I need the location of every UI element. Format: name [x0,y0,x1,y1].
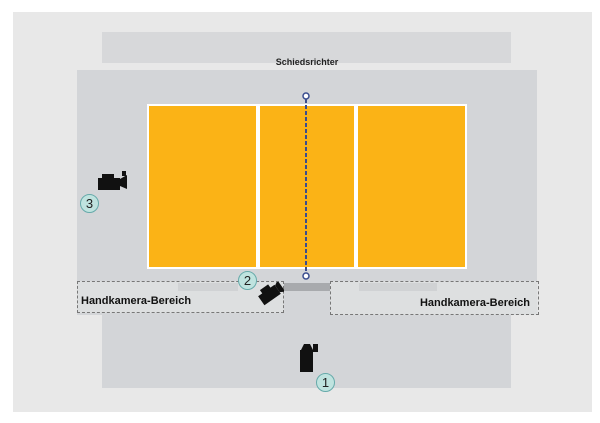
hand-camera-zone-label: Handkamera-Bereich [81,295,192,307]
referee-label: Schiedsrichter [275,57,339,67]
hand-camera-icon [258,282,284,306]
camera-number-2: 2 [238,271,257,290]
back-zone-left [149,106,256,267]
video-camera-icon [300,344,318,372]
video-camera-icon [98,171,127,190]
top-stand [102,32,511,63]
net-post-bottom [302,272,310,280]
hand-camera-zone-right: Handkamera-Bereich [330,281,539,315]
scorer-table [284,283,330,291]
net-post-top [302,92,310,100]
camera-number-3: 3 [80,194,99,213]
camera-number-1: 1 [316,373,335,392]
back-zone-right [358,106,465,267]
hand-camera-zone-label: Handkamera-Bereich [419,297,530,309]
